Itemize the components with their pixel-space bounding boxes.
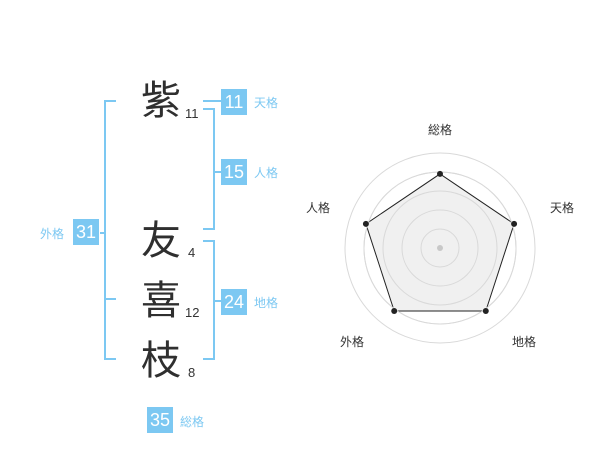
jinkaku-label: 人格 <box>254 166 279 180</box>
jinkaku-badge: 15 <box>221 159 247 185</box>
given-char-1: 友 <box>141 218 181 264</box>
soukaku-badge: 35 <box>147 407 173 433</box>
chikaku-bracket-connector <box>213 300 221 302</box>
given-char-1-strokes: 4 <box>188 245 196 260</box>
surname-char-1-strokes: 11 <box>185 106 199 121</box>
gaikaku-bracket-connector <box>100 232 106 234</box>
jinkaku-bracket-top <box>203 108 215 110</box>
radar-shape <box>363 171 517 325</box>
given-char-2: 喜 <box>141 278 181 324</box>
tenkaku-label: 天格 <box>254 96 279 110</box>
radar-points <box>362 170 518 315</box>
jinkaku-bracket-connector <box>213 171 221 173</box>
radar-label-chikaku: 地格 <box>512 334 536 349</box>
gaikaku-label: 外格 <box>40 227 65 241</box>
radar-polygon <box>365 173 515 312</box>
given-char-2-strokes: 12 <box>185 305 200 320</box>
gaikaku-bracket-mid <box>104 298 116 300</box>
chikaku-bracket-bottom <box>203 358 215 360</box>
chikaku-label: 地格 <box>254 296 279 310</box>
soukaku-label: 総格 <box>180 415 205 429</box>
radar-center-dot <box>437 245 443 251</box>
radar-point-2 <box>482 308 489 315</box>
gaikaku-bracket-top <box>104 100 116 102</box>
radar-point-1 <box>511 220 518 227</box>
radar-label-gaikaku: 外格 <box>340 334 364 349</box>
radar-inner-ring <box>382 190 498 306</box>
radar-label-jinkaku: 人格 <box>306 200 330 215</box>
radar-inner-ring <box>401 209 479 287</box>
radar-point-4 <box>362 220 369 227</box>
tenkaku-badge: 11 <box>221 89 247 115</box>
radar-point-3 <box>391 308 398 315</box>
radar-label-soukaku: 総格 <box>428 122 452 137</box>
jinkaku-bracket-vertical <box>213 108 215 230</box>
chikaku-bracket-top <box>203 240 215 242</box>
gaikaku-badge: 31 <box>73 219 99 245</box>
given-char-3-strokes: 8 <box>188 365 196 380</box>
given-char-3: 枝 <box>141 338 181 384</box>
gaikaku-bracket-vertical <box>104 100 106 360</box>
radar-point-0 <box>437 170 443 177</box>
gaikaku-bracket-bottom <box>104 358 116 360</box>
jinkaku-bracket-bottom <box>203 228 215 230</box>
surname-char-1: 紫 <box>141 78 181 124</box>
chikaku-badge: 24 <box>221 289 247 315</box>
fortune-radar-chart: 総格 天格 地格 外格 人格 <box>306 122 574 349</box>
tenkaku-bracket-top <box>203 100 221 102</box>
radar-inner-ring <box>420 228 460 268</box>
radar-label-tenkaku: 天格 <box>550 200 574 215</box>
